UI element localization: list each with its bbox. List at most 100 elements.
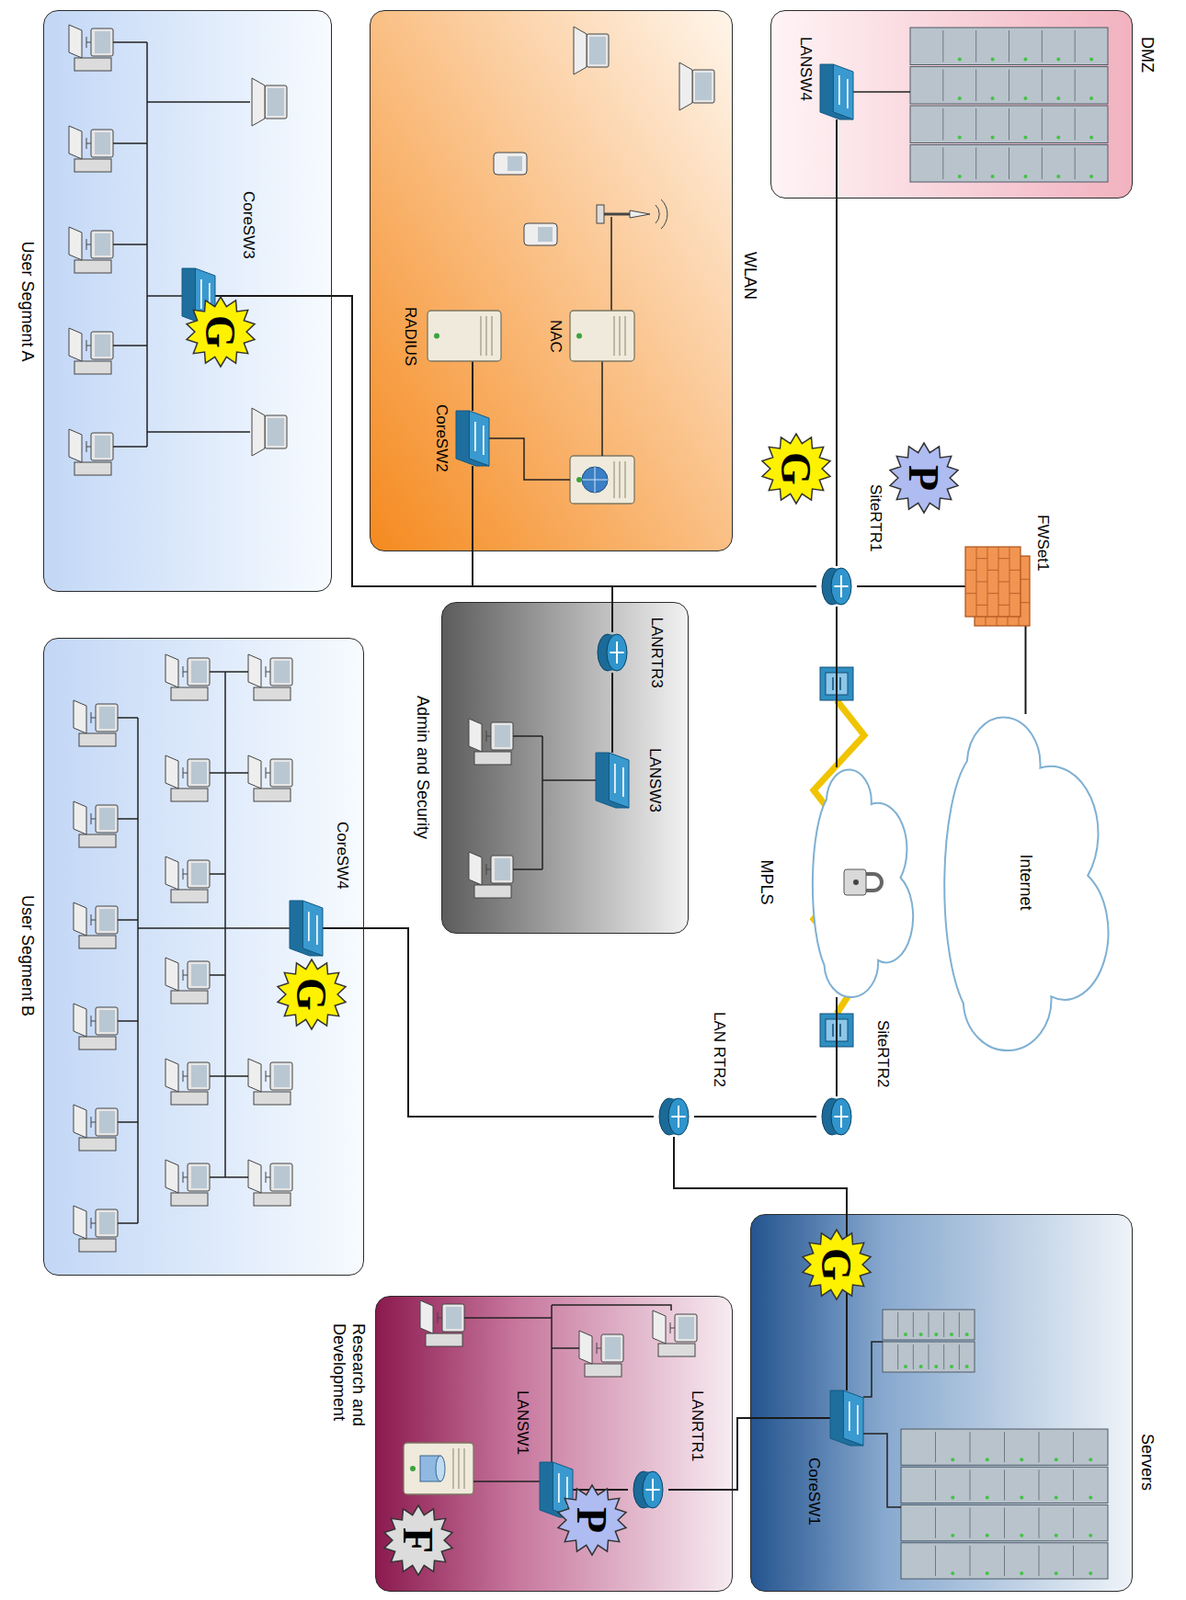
rack-unit (1072, 1508, 1074, 1540)
pc-tower (79, 1138, 116, 1152)
pda-screen (507, 156, 523, 172)
device-icon (427, 310, 502, 362)
rack-cabinet (882, 1342, 975, 1373)
badge-burst: P (555, 1483, 629, 1558)
badge-star (762, 433, 831, 504)
rack-cabinet (910, 105, 1108, 144)
router-node: LANRTR1 (627, 1470, 669, 1511)
network-zone: DMZLANSW4 (770, 10, 1133, 199)
rack-led (1023, 136, 1027, 140)
device-icon (627, 1470, 669, 1511)
pc-tower (79, 935, 116, 949)
router-top (606, 634, 628, 672)
cloud-node: Internet (934, 714, 1118, 1051)
rack-led (949, 1333, 954, 1337)
pc-keyboard (73, 1003, 87, 1038)
server-led (410, 1466, 416, 1472)
cable (113, 243, 148, 246)
cable (117, 818, 138, 821)
pc-monitor (270, 1163, 293, 1192)
device-label: LANSW4 (796, 36, 815, 102)
rack-unit (1003, 1432, 1005, 1463)
switch-arrows (615, 764, 624, 798)
pc-tower (74, 159, 112, 172)
server-vents (480, 316, 492, 356)
cable (209, 1075, 226, 1078)
pc-monitor (490, 722, 514, 751)
pc-screen (99, 909, 115, 932)
rack-led (957, 96, 962, 101)
pc-screen (273, 661, 290, 684)
rack-unit (912, 1345, 914, 1370)
cable (147, 295, 183, 297)
pc-screen (604, 1337, 621, 1360)
device-label: SiteRTR2 (873, 1020, 892, 1088)
device-icon (592, 632, 633, 673)
laptop-screen (695, 72, 712, 101)
cable (147, 431, 251, 434)
pc-screen (94, 233, 111, 256)
router-top (831, 1098, 852, 1136)
pc-keyboard (248, 1059, 262, 1093)
zone-label: User Segment B (17, 895, 37, 1017)
router-node: SiteRTR2 (816, 1096, 857, 1138)
pc-keyboard (420, 1300, 434, 1335)
switch-top (843, 1391, 864, 1447)
cable (209, 873, 226, 876)
server-node: RADIUS (427, 310, 502, 362)
rack-unit (969, 1508, 971, 1540)
pc-keyboard (73, 902, 87, 936)
pc-tower (171, 991, 208, 1004)
network-link (694, 1116, 817, 1118)
rack-unit (1038, 1432, 1040, 1463)
rack-led (949, 1365, 954, 1369)
pc-keyboard (73, 1105, 87, 1139)
pc-monitor (187, 1163, 210, 1192)
pc-monitor (91, 28, 114, 57)
cable (117, 1222, 138, 1225)
rack-unit (942, 30, 944, 63)
router-node: SiteRTR1 (816, 566, 857, 607)
device-icon (816, 1096, 857, 1138)
network-link (835, 997, 838, 1097)
pc-tower (171, 788, 208, 802)
rack-unit (1008, 69, 1010, 103)
rack-led (1019, 1458, 1024, 1462)
network-zone: WLANNACRADIUSCoreSW2 (369, 10, 733, 552)
device-label: SiteRTR1 (866, 484, 885, 552)
firewall-bricks (965, 547, 1021, 617)
cable (225, 1176, 249, 1179)
server-case (570, 310, 635, 362)
rack-led (1056, 136, 1061, 140)
badge-burst: G (759, 432, 833, 506)
rack-led (991, 174, 995, 179)
device-icon (289, 900, 323, 957)
rack-unit (975, 148, 977, 181)
pc-keyboard (165, 755, 179, 789)
globe-lines (581, 467, 608, 493)
ap-base (596, 205, 605, 224)
cable (513, 868, 543, 871)
switch-node: LANSW4 (820, 64, 854, 120)
rack-led (957, 136, 962, 140)
switch-node: CoreSW1 (830, 1391, 864, 1447)
rack-led (1054, 1572, 1059, 1576)
pc-keyboard (73, 1206, 87, 1240)
device-label: FWSet1 (1033, 514, 1052, 571)
pc-screen (273, 1065, 290, 1088)
badge-star (558, 1485, 627, 1556)
pc-screen (94, 334, 111, 357)
device-label: NAC (546, 319, 565, 354)
cloud-label: MPLS (756, 860, 776, 906)
pc-screen (94, 31, 111, 54)
switch-top (302, 900, 323, 957)
lock-keyhole (853, 879, 859, 886)
server-led (576, 333, 582, 340)
laptop-base (251, 408, 265, 457)
network-zone: User Segment ACoreSW3G (43, 10, 332, 593)
device-label: CoreSW3 (239, 191, 258, 260)
rack-led (1023, 57, 1027, 62)
pc-keyboard (68, 328, 82, 362)
lock-shackle (866, 874, 882, 891)
rack-cabinet (910, 145, 1108, 183)
